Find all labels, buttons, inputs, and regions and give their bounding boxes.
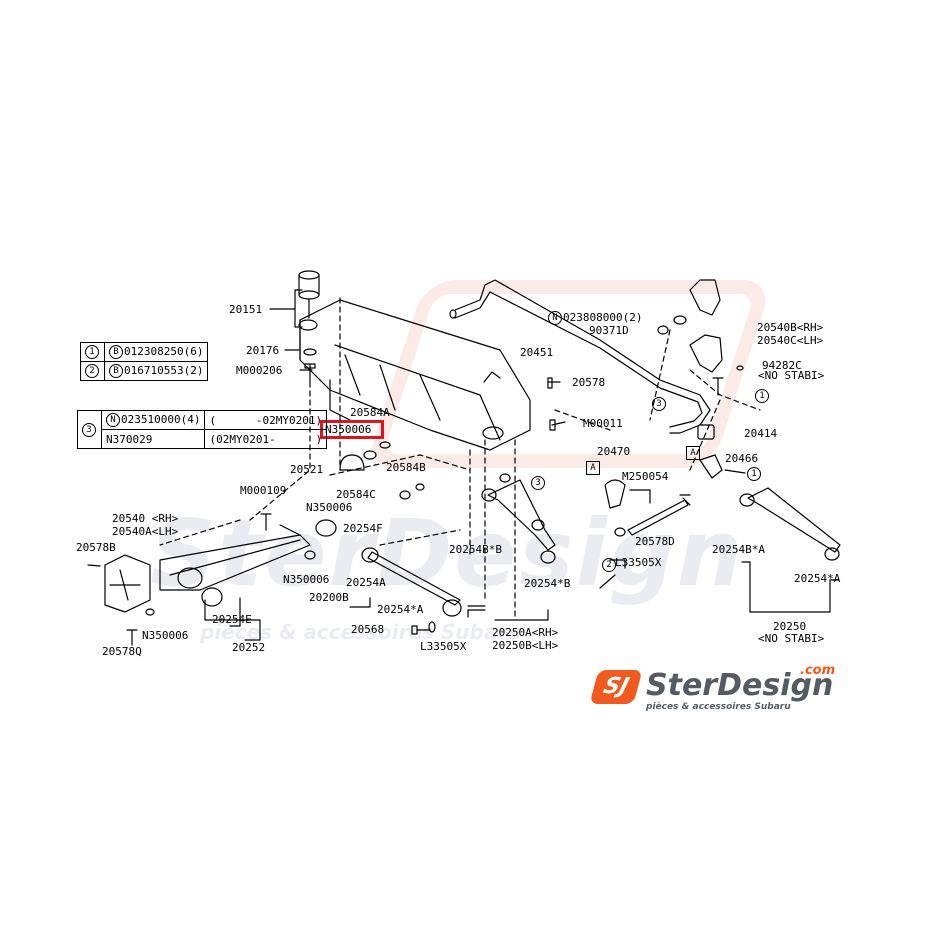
part-label: 20578 [572,376,606,389]
bushing-top-mount [298,270,320,319]
part-label: 20451 [520,346,554,359]
part-label: 20578B [76,541,116,554]
callout-1-icon: 1 [85,345,99,359]
part-label: L33505X [615,556,662,569]
part-label: 20584B [386,461,426,474]
bracket-20540 [104,554,151,613]
part-label: 20151 [229,303,263,316]
logo-mark: SJ [600,674,632,699]
part-label: M000109 [240,484,287,497]
part-label: <NO STABI> [758,369,825,382]
part-label: 023808000(2) [563,311,643,324]
part-label: 20540 <RH> [112,512,179,525]
part-label: N350006 [283,573,330,586]
reference-a-icon: A [586,461,600,475]
bolt-symbol-icon: B [109,345,123,359]
part-label: 20250 [773,620,807,633]
trailing-arm-20252 [159,524,311,607]
part-label: 20540B<RH> [757,321,824,334]
callout-2-icon: 2 [85,364,99,378]
sterdesign-logo: SJ SterDesign .com pièces & accessoires … [588,663,848,716]
part-label: 20254*A [794,572,841,585]
callout-3-icon: 3 [531,476,545,490]
part-label: 20254E [212,613,252,626]
part-label: 20250A<RH> [492,626,559,639]
stabi-bracket-lower [689,334,723,373]
link-20470 [604,479,626,509]
part-label: 20254*B [524,577,571,590]
part-label: M000206 [236,364,283,377]
nut-symbol-icon: N [106,413,120,427]
part-label: N350006 [142,629,189,642]
part-label: 20250B<LH> [492,639,559,652]
part-label: 20466 [725,452,759,465]
part-label: 20254*A [377,603,424,616]
stabilizer-bar-20451 [449,279,711,434]
part-label: 20578Q [102,645,142,658]
bushing-20254F [315,519,337,537]
part-label: M250054 [622,470,669,483]
bolt-part-number: 012308250(6) [124,345,204,358]
part-label: 20254B*A [712,543,765,556]
callout-1-icon: 1 [747,467,761,481]
part-label: 20252 [232,641,266,654]
stabi-bracket-upper [689,279,721,316]
lateral-arm-20250 [739,487,841,561]
part-label: L33505X [420,640,467,653]
model-range: (02MY0201- ) [204,429,328,449]
part-label: <NO STABI> [758,632,825,645]
part-label: 20540C<LH> [757,334,824,347]
nut-symbol-icon: N [548,311,562,325]
stabi-bushing-20414 [697,424,715,440]
callout-1-icon: 1 [755,389,769,403]
bump-stop-20521 [339,454,365,471]
callout-3-icon: 3 [652,397,666,411]
part-label: 90371D [589,324,629,337]
part-label: 20414 [744,427,778,440]
part-label: 20578D [635,535,675,548]
highlighted-part-label: N350006 [325,423,372,436]
nut-part-number: 023510000(4) [121,413,201,426]
lateral-link-20200B [361,547,462,617]
model-range: ( -02MY0201) [204,410,328,430]
part-label: 20176 [246,344,280,357]
table-row: N370029 (02MY0201- ) [78,429,328,449]
part-label: 20568 [351,623,385,636]
part-label: 20584A [350,406,390,419]
part-label: 20254A [346,576,386,589]
logo-domain: .com [800,663,836,678]
nut-part-number: N370029 [100,429,206,449]
part-label: 20470 [597,445,631,458]
bolt-symbol-icon: B [109,364,123,378]
part-label: 20521 [290,463,324,476]
part-label: 20200B [309,591,349,604]
logo-badge: SJ [589,670,643,704]
part-label: 20540A<LH> [112,525,179,538]
callout-2-icon: 2 [602,558,616,572]
part-label: N350006 [306,501,353,514]
lateral-arm-20250A [481,473,556,551]
crossmember-20151 [298,299,531,451]
reference-a-icon: A [686,446,700,460]
part-label: M00011 [583,417,623,430]
logo-name: SterDesign [646,668,834,703]
link-20578D [627,499,689,536]
logo-tagline: pièces & accessoires Subaru [646,702,791,712]
bolt-part-number: 016710553(2) [124,364,204,377]
part-label: 20254F [343,522,383,535]
part-label: 20254B*B [449,543,502,556]
callout-3-icon: 3 [82,422,96,437]
part-label: 94282C [762,359,802,372]
part-label: 20584C [336,488,376,501]
